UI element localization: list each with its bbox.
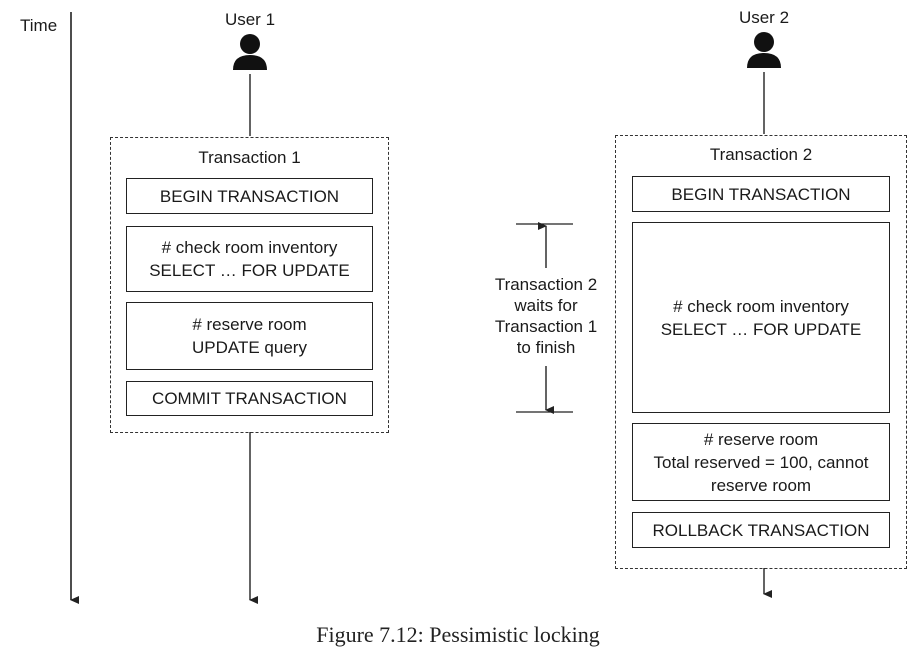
t1-step-commit: COMMIT TRANSACTION	[126, 381, 373, 416]
step-line: SELECT … FOR UPDATE	[149, 261, 350, 280]
step-line: reserve room	[710, 475, 812, 495]
step-line: BEGIN TRANSACTION	[159, 186, 340, 206]
user2-person-icon	[747, 32, 781, 68]
figure-caption: Figure 7.12: Pessimistic locking	[316, 622, 600, 647]
t2-step-rollback: ROLLBACK TRANSACTION	[632, 512, 890, 548]
t2-step-begin: BEGIN TRANSACTION	[632, 176, 890, 212]
wait-note-line: Transaction 1	[494, 317, 598, 336]
transaction2-frame	[615, 135, 907, 569]
step-line: SELECT … FOR UPDATE	[660, 319, 862, 339]
t1-step-begin: BEGIN TRANSACTION	[126, 178, 373, 214]
wait-note-line: to finish	[516, 338, 576, 357]
step-line: BEGIN TRANSACTION	[671, 184, 851, 204]
t1-step-reserve-room: # reserve room UPDATE query	[126, 302, 373, 370]
wait-note-line: Transaction 2	[494, 275, 598, 294]
step-line: # check room inventory	[161, 238, 338, 257]
transaction1-frame	[110, 137, 389, 433]
step-line: # check room inventory	[673, 296, 849, 316]
step-line: Total reserved = 100, cannot	[653, 452, 869, 472]
step-line: # reserve room	[192, 315, 307, 334]
transaction2-title: Transaction 2	[709, 145, 813, 164]
step-line: UPDATE query	[192, 338, 307, 357]
step-line: # reserve room	[703, 429, 819, 449]
user2-label: User 2	[738, 8, 790, 27]
t1-step-check-inventory: # check room inventory SELECT … FOR UPDA…	[126, 226, 373, 292]
wait-note: Transaction 2 waits for Transaction 1 to…	[476, 274, 616, 358]
transaction1-title: Transaction 1	[198, 148, 301, 167]
time-axis-label: Time	[20, 16, 58, 35]
user1-label: User 1	[224, 10, 276, 29]
wait-note-line: waits for	[514, 296, 578, 315]
step-line: ROLLBACK TRANSACTION	[652, 520, 870, 540]
user1-person-icon	[233, 34, 267, 70]
t2-step-reserve-room: # reserve room Total reserved = 100, can…	[632, 423, 890, 501]
step-line: COMMIT TRANSACTION	[152, 389, 347, 408]
t2-step-check-inventory: # check room inventory SELECT … FOR UPDA…	[632, 222, 890, 413]
